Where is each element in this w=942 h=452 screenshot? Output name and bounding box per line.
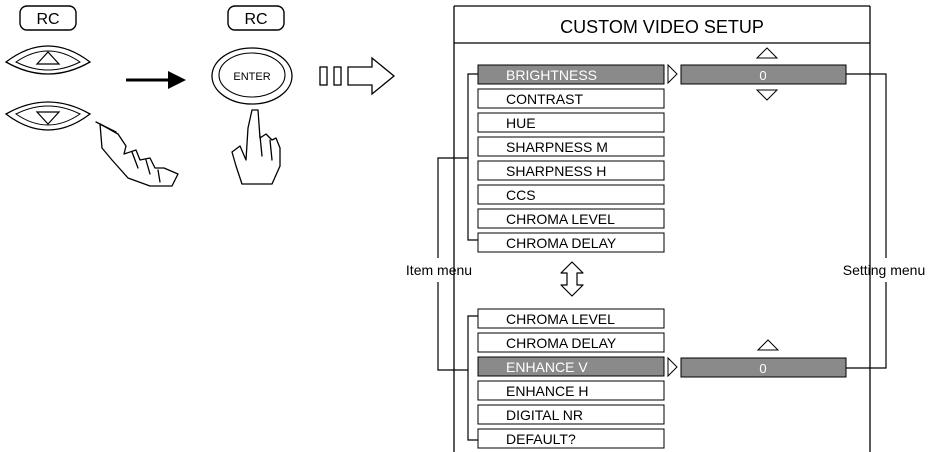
item-menu-bracket (437, 73, 478, 441)
remote-right: RC ENTER (211, 5, 293, 185)
menu-item-label: SHARPNESS M (506, 139, 608, 155)
menu-item-label: HUE (506, 115, 536, 131)
down-triangle-icon (35, 111, 61, 125)
menu-item-chroma-level[interactable]: CHROMA LEVEL (477, 308, 665, 329)
rc-badge-left (19, 5, 77, 31)
menu-item-label: DIGITAL NR (506, 407, 583, 423)
remote-left: RC (4, 5, 179, 187)
setting-value: 0 (759, 361, 766, 376)
lower-item-menu: CHROMA LEVEL CHROMA DELAY ENHANCE V ENHANCE… (477, 308, 665, 449)
item-menu-label: Item menu (406, 262, 472, 278)
setting-up-arrow-icon[interactable] (755, 47, 779, 59)
setting-menu-label: Setting menu (843, 262, 926, 278)
next-step-arrow-icon (319, 56, 396, 96)
menu-item-label: CHROMA LEVEL (506, 211, 615, 227)
menu-item-hue[interactable]: HUE (477, 112, 665, 133)
menu-item-label: CCS (506, 187, 536, 203)
down-key-button[interactable] (4, 101, 92, 131)
pointer-triangle-icon (667, 63, 678, 85)
menu-item-ccs[interactable]: CCS (477, 184, 665, 205)
rc-badge-right (227, 5, 285, 31)
menu-item-chroma-level[interactable]: CHROMA LEVEL (477, 208, 665, 229)
pointer-triangle-icon (667, 356, 678, 378)
menu-item-enhance-v[interactable]: ENHANCE V (477, 356, 665, 377)
setting-value: 0 (759, 68, 766, 83)
rc-label-right: RC (244, 11, 267, 28)
setting-menu-bracket (846, 73, 887, 369)
setting-down-arrow-icon[interactable] (755, 89, 779, 101)
menu-item-label: ENHANCE V (506, 359, 588, 375)
menu-item-enhance-h[interactable]: ENHANCE H (477, 380, 665, 401)
menu-item-contrast[interactable]: CONTRAST (477, 88, 665, 109)
menu-item-chroma-delay[interactable]: CHROMA DELAY (477, 332, 665, 353)
pointing-hand-icon (95, 121, 179, 187)
menu-item-sharpness-h[interactable]: SHARPNESS H (477, 160, 665, 181)
menu-item-label: CONTRAST (506, 91, 583, 107)
scroll-double-arrow-icon (560, 261, 584, 297)
enter-button[interactable]: ENTER (211, 47, 293, 105)
enter-label: ENTER (233, 71, 270, 83)
right-arrow-icon (126, 71, 186, 89)
upper-setting-menu: 0 (667, 47, 847, 101)
up-triangle-icon (35, 51, 61, 65)
menu-item-label: DEFAULT? (506, 431, 576, 447)
menu-item-label: BRIGHTNESS (506, 67, 597, 83)
panel-title: CUSTOM VIDEO SETUP (560, 17, 764, 37)
menu-item-sharpness-m[interactable]: SHARPNESS M (477, 136, 665, 157)
up-key-button[interactable] (4, 45, 92, 75)
menu-item-label: ENHANCE H (506, 383, 588, 399)
menu-item-digital-nr[interactable]: DIGITAL NR (477, 404, 665, 425)
menu-item-default[interactable]: DEFAULT? (477, 428, 665, 449)
pressing-finger-icon (231, 109, 281, 185)
menu-item-label: CHROMA DELAY (506, 335, 617, 351)
lower-setting-menu: 0 (667, 339, 847, 378)
menu-item-label: CHROMA DELAY (506, 235, 617, 251)
upper-item-menu: BRIGHTNESS CONTRAST HUE SHARPNESS M SHARPNES… (477, 64, 665, 253)
menu-item-label: SHARPNESS H (506, 163, 606, 179)
menu-item-chroma-delay[interactable]: CHROMA DELAY (477, 232, 665, 253)
rc-label-left: RC (36, 11, 59, 28)
setting-up-arrow-icon[interactable] (756, 339, 780, 351)
custom-video-setup-panel: CUSTOM VIDEO SETUP (453, 5, 871, 452)
menu-item-label: CHROMA LEVEL (506, 311, 615, 327)
menu-item-brightness[interactable]: BRIGHTNESS (477, 64, 665, 85)
